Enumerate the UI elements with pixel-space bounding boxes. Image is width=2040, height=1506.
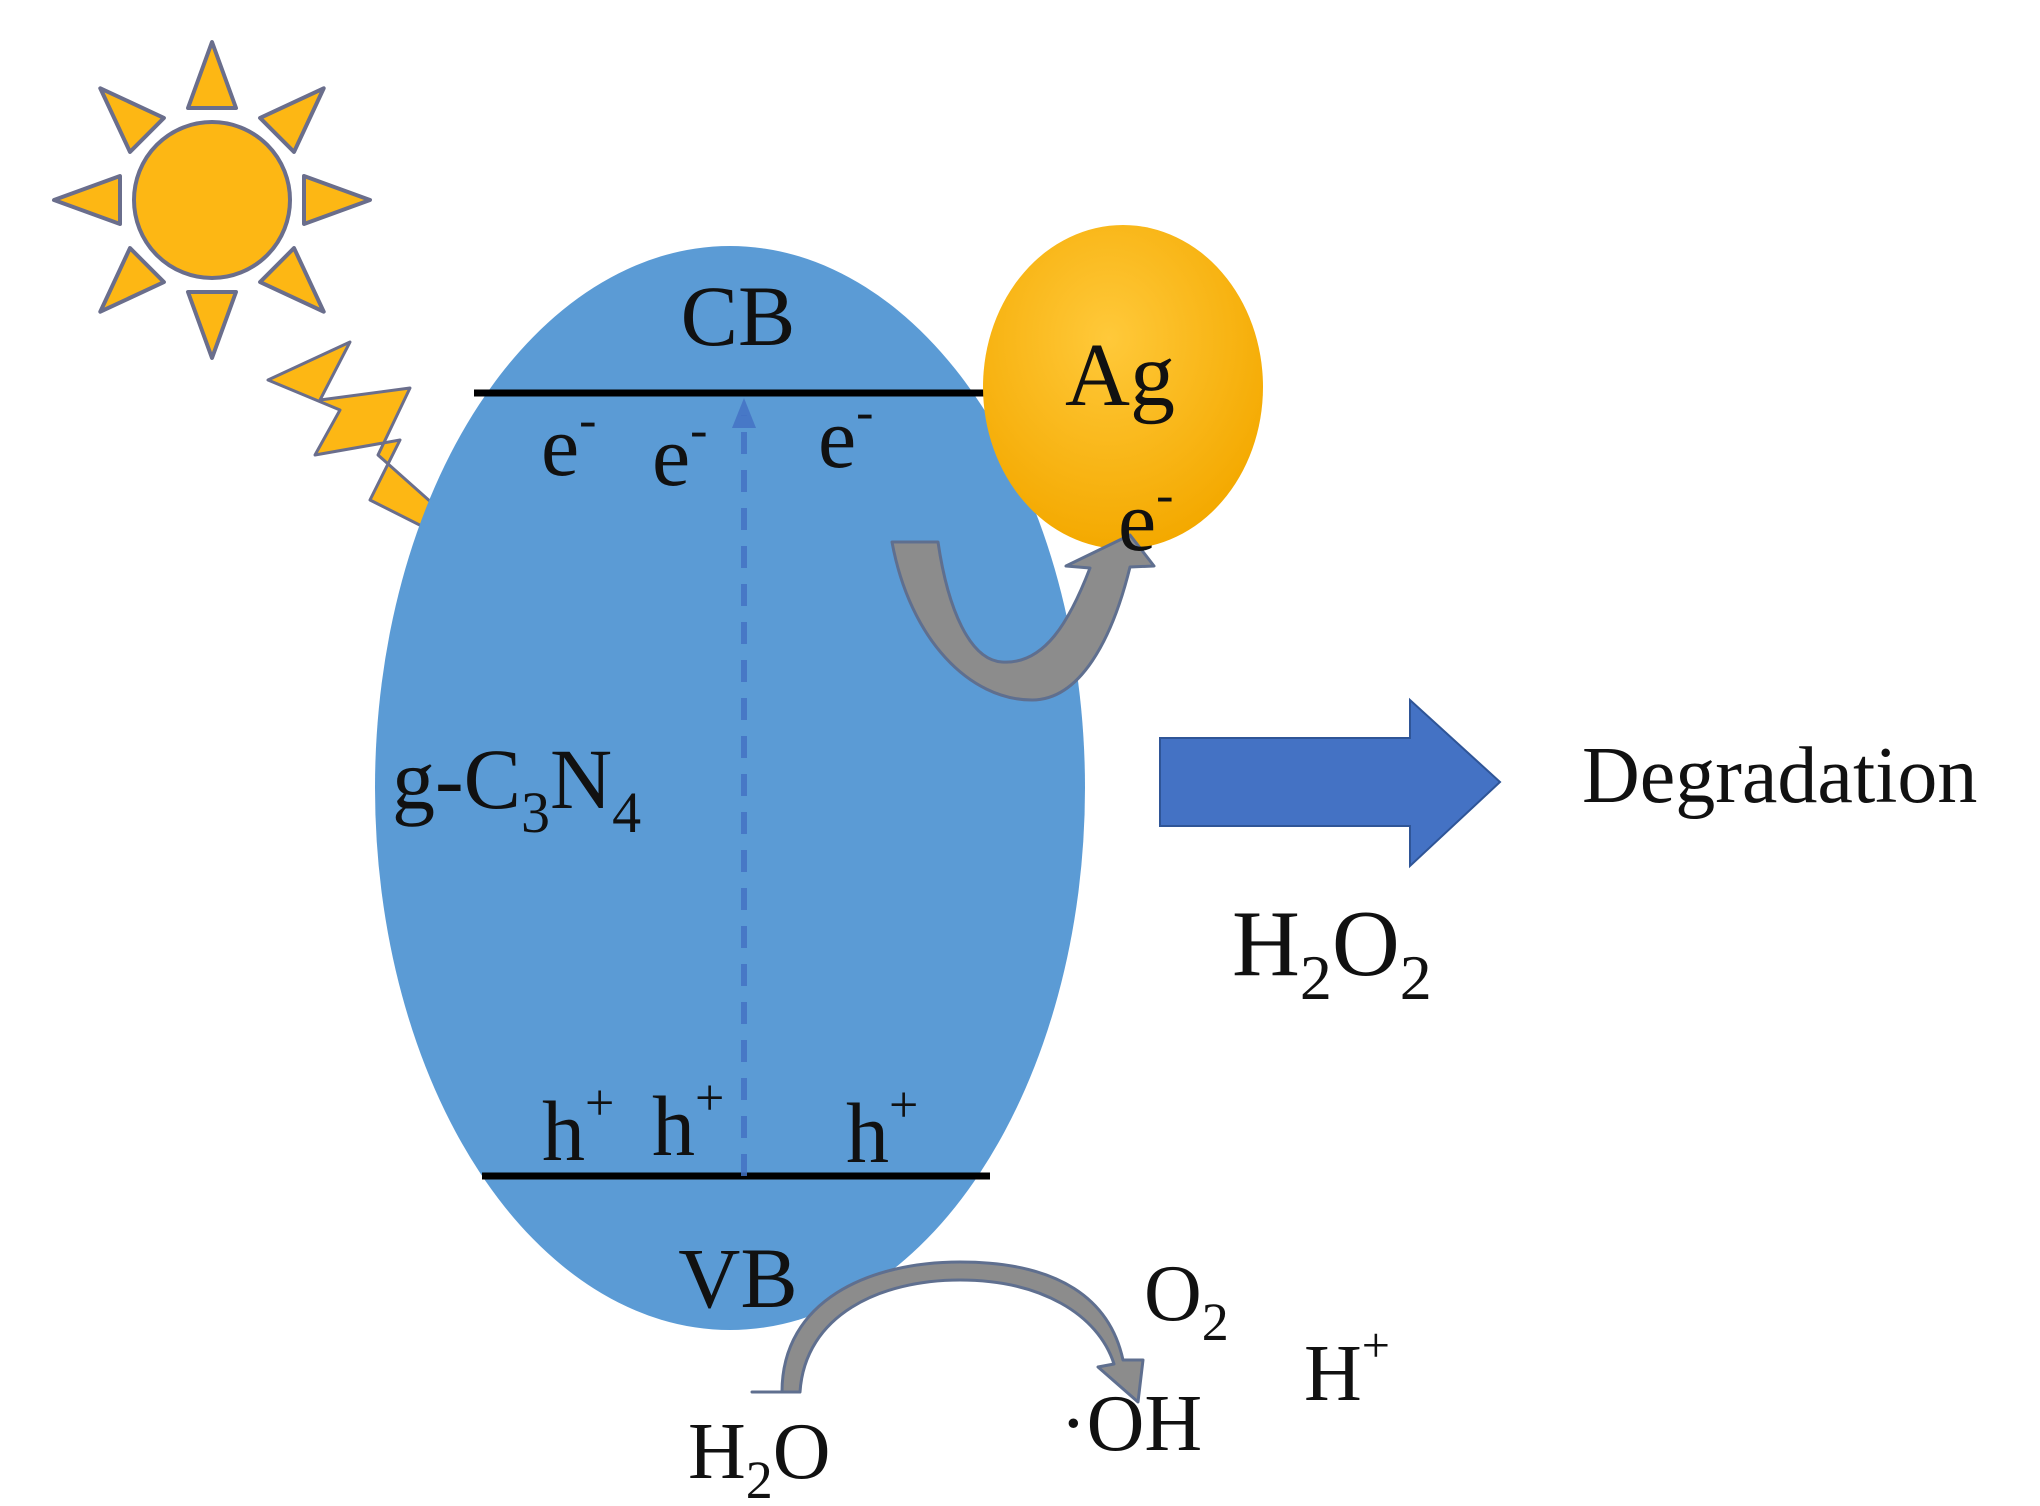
sun-rays [52, 40, 372, 360]
sun-ray [98, 86, 166, 154]
semiconductor-label: g-C3N4 [392, 731, 641, 845]
excitation-arrowhead [732, 398, 756, 428]
conduction-band-label: CB [681, 268, 796, 364]
silver-electron-label: e- [1118, 467, 1174, 569]
sun-ray [302, 174, 372, 226]
water-oxidation-arrow [750, 1260, 1145, 1404]
proton-label: H+ [1304, 1317, 1390, 1418]
hydrogen-peroxide-label: H2O2 [1232, 892, 1432, 1013]
valence-band-label: VB [678, 1230, 797, 1326]
water-label: H2O [688, 1408, 831, 1506]
hole-label: h+ [652, 1070, 724, 1174]
electron-label: e- [541, 392, 597, 494]
electron-transfer-arrow [890, 533, 1156, 702]
sun-ray [186, 40, 238, 110]
electron-label: e- [818, 384, 874, 486]
sun-ray [258, 86, 326, 154]
silver-nanoparticle [983, 225, 1263, 549]
silver-label: Ag [1065, 326, 1175, 425]
hole-label: h+ [542, 1075, 614, 1179]
electron-label: e- [652, 402, 708, 504]
sun-core [132, 120, 292, 280]
sun-ray [98, 246, 166, 314]
degradation-arrow [1159, 697, 1502, 869]
sun-ray [258, 246, 326, 314]
sun-ray [186, 290, 238, 360]
hydroxyl-radical-label: ·OH [1060, 1380, 1202, 1468]
hole-label: h+ [846, 1077, 918, 1181]
semiconductor-particle [375, 246, 1085, 1330]
sun-ray [52, 174, 122, 226]
oxygen-label: O2 [1144, 1250, 1229, 1352]
sun-icon [52, 40, 372, 360]
degradation-label: Degradation [1582, 732, 1977, 820]
